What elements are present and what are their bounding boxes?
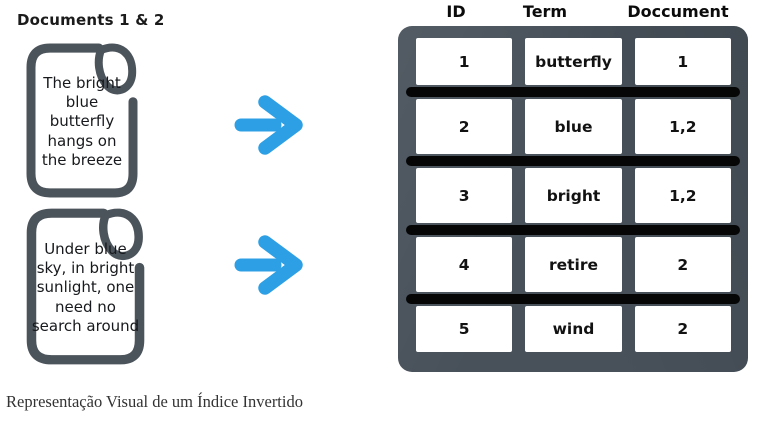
cell-term: wind bbox=[525, 306, 622, 352]
table-column-headers: ID Term Doccument bbox=[0, 2, 768, 24]
cell-term: retire bbox=[525, 237, 622, 292]
document-icon bbox=[26, 43, 138, 198]
document-2-text: Under blue sky, in bright sunlight, one … bbox=[31, 240, 140, 335]
cell-term: bright bbox=[525, 168, 622, 223]
column-header-id: ID bbox=[446, 2, 466, 21]
document-card-1: The bright blue butterfly hangs on the b… bbox=[23, 41, 141, 201]
table-row: 5 wind 2 bbox=[416, 306, 731, 352]
table-row: 4 retire 2 bbox=[416, 237, 731, 292]
figure-caption: Representação Visual de um Índice Invert… bbox=[6, 392, 303, 411]
column-header-term: Term bbox=[522, 2, 568, 21]
table-row: 2 blue 1,2 bbox=[416, 99, 731, 154]
column-header-document: Doccument bbox=[627, 2, 729, 21]
table-row: 3 bright 1,2 bbox=[416, 168, 731, 223]
row-divider-bar bbox=[406, 294, 740, 304]
cell-id: 4 bbox=[416, 237, 513, 292]
cell-doc: 1,2 bbox=[634, 99, 731, 154]
cell-term: blue bbox=[525, 99, 622, 154]
document-1-text: The bright blue butterfly hangs on the b… bbox=[41, 74, 123, 169]
cell-id: 3 bbox=[416, 168, 513, 223]
row-divider-bar bbox=[406, 87, 740, 97]
cell-id: 2 bbox=[416, 99, 513, 154]
document-card-2: Under blue sky, in bright sunlight, one … bbox=[23, 206, 148, 368]
cell-id: 1 bbox=[416, 38, 513, 85]
cell-id: 5 bbox=[416, 306, 513, 352]
cell-doc: 1 bbox=[634, 38, 731, 85]
inverted-index-table: 1 butterfly 1 2 blue 1,2 3 bright 1,2 4 … bbox=[398, 26, 748, 372]
row-divider-bar bbox=[406, 156, 740, 166]
cell-doc: 2 bbox=[634, 237, 731, 292]
arrow-right-icon bbox=[234, 95, 303, 155]
document-icon bbox=[26, 208, 145, 365]
page-title: Documents 1 & 2 bbox=[17, 11, 165, 29]
cell-term: butterfly bbox=[525, 38, 622, 85]
arrow-right-icon bbox=[234, 235, 303, 295]
row-divider-bar bbox=[406, 225, 740, 235]
cell-doc: 1,2 bbox=[634, 168, 731, 223]
table-row: 1 butterfly 1 bbox=[416, 38, 731, 85]
cell-doc: 2 bbox=[634, 306, 731, 352]
